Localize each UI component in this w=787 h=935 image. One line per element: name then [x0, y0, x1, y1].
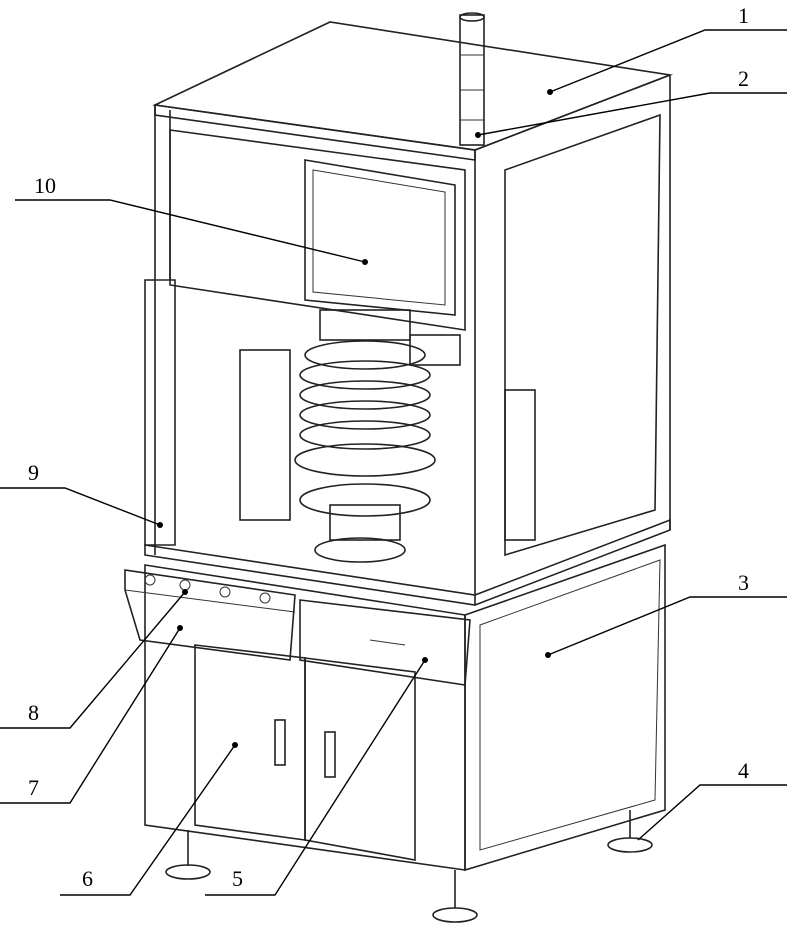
label-2: 2 [738, 66, 749, 92]
touch-screen [305, 160, 455, 315]
label-4: 4 [738, 758, 749, 784]
label-10: 10 [34, 173, 56, 199]
turret-assembly [240, 310, 535, 562]
label-6: 6 [82, 866, 93, 892]
label-7: 7 [28, 775, 39, 801]
label-9: 9 [28, 460, 39, 486]
signal-tower [460, 13, 484, 145]
label-5: 5 [232, 866, 243, 892]
label-3: 3 [738, 570, 749, 596]
label-8: 8 [28, 700, 39, 726]
label-1: 1 [738, 3, 749, 29]
